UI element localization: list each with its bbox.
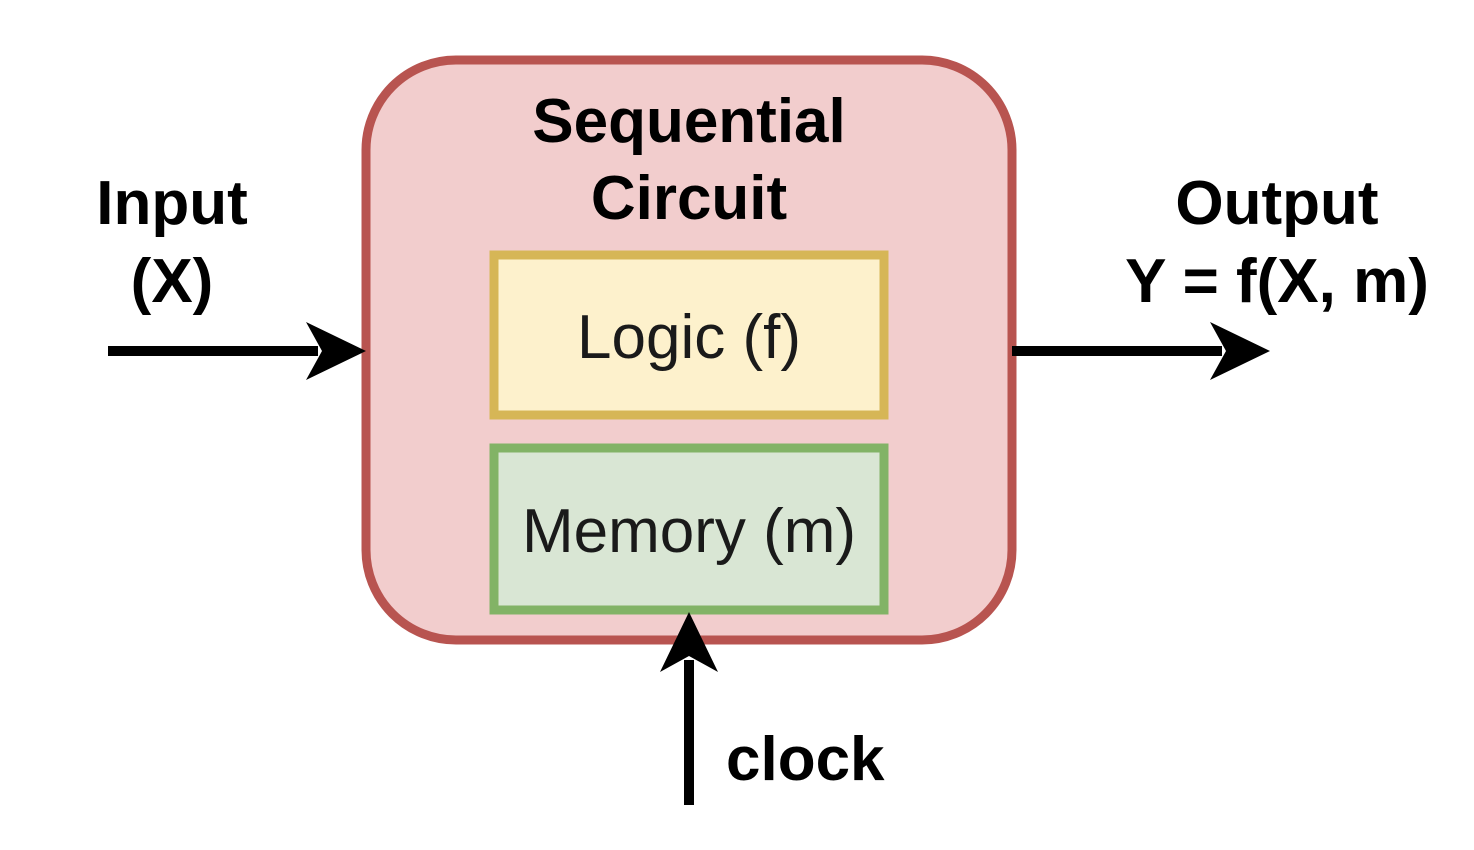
circuit-title-line2: Circuit [591,164,787,233]
circuit-title-line1: Sequential [532,87,846,156]
memory-block [489,443,889,615]
output-label-line2: Y = f(X, m) [1125,247,1429,316]
input-label-line1: Input [96,169,248,238]
output-label-line1: Output [1175,169,1378,238]
clock-arrow [660,612,718,805]
clock-label: clock [726,725,885,794]
output-arrow [1012,322,1270,380]
logic-block [489,250,889,420]
logic-label: Logic (f) [577,303,801,372]
memory-label: Memory (m) [522,497,856,566]
input-label-line2: (X) [131,247,214,316]
input-arrow [108,322,366,380]
